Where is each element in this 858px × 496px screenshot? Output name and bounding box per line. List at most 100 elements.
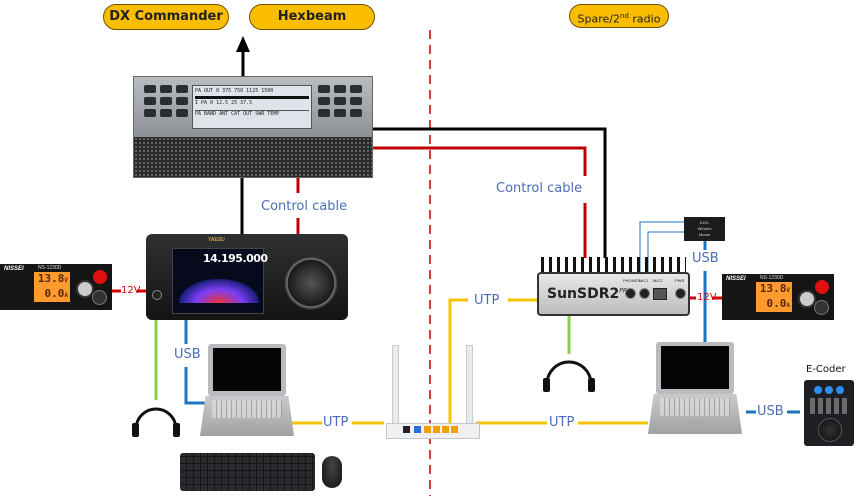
psu-right-model: NS-1230D [760,275,784,281]
laptop-left-touchpad [238,422,256,428]
psu-right-voltage: 13.8 [759,282,787,295]
psu-right-voltage-unit: V [786,287,790,294]
control-cable-amp-to-sdr-a [371,146,587,176]
psu-left-model: NS-1230D [38,265,62,271]
ftdx-display: 14.195.000 [172,248,268,314]
laptop-left-keyboard [212,400,282,418]
sunsdr-port-label-mic1: MIC1 [639,278,649,283]
ecoder-title: E-Coder [806,364,846,375]
usb-label-ecoder: USB [757,404,784,419]
sunsdr-mic2-port [653,288,667,300]
psu-left-current-unit: A [64,292,68,299]
ftdx-vfo-knob [284,256,338,310]
amplifier-expert: PA OUT 0 375 750 1125 1500 I PA 0 12.5 2… [133,76,373,178]
amplifier-lcd: PA OUT 0 375 750 1125 1500 I PA 0 12.5 2… [192,85,312,129]
psu-left: NISSEI NS-1230D 13.8V 0.0A [0,264,112,310]
psu-left-display: 13.8V 0.0A [34,272,70,302]
ftdx-phones-jack [152,290,162,300]
psu-right-current-unit: A [786,302,790,309]
ecoder-buttons [810,398,848,414]
sunsdr-port-label-phones: PHONES [623,278,640,283]
psu-left-voltage: 13.8 [37,272,65,285]
router-antenna-left [392,345,399,427]
laptop-left [200,344,294,436]
usb-cable-ftdx-to-laptop-b [184,367,212,405]
psu-left-terminal-negative [92,290,107,305]
amplifier-lcd-line-2: I PA 0 12.5 25 37.5 [195,100,253,106]
antenna-dx-commander: DX Commander [103,4,229,30]
rf-cable-amp-to-sdr [371,127,607,258]
utp-label-right-laptop: UTP [549,415,575,430]
sunsdr-mic1-jack [639,288,650,299]
psu-left-current: 0.0 [44,287,65,300]
psu-right-dial [798,290,816,308]
laptop-right [648,342,744,436]
sunsdr-name-text: SunSDR2 [547,286,620,302]
keyer-line-1: K1EL [699,220,710,225]
antenna-arrow-icon [236,36,250,52]
keyer-k1el-wkmini: K1EL WKmini Morse [684,217,725,241]
radio-yaesu-ftdx10: 14.195.000 YAESU [146,234,348,320]
sunsdr-heatsink-fins [541,257,686,273]
power-label-right: 12V [697,292,717,303]
ecoder-knob-1 [814,386,822,394]
usb-label-keyer: USB [692,251,719,266]
laptop-right-screen [656,342,734,394]
utp-label-sdr: UTP [474,293,500,308]
spare-radio-label-sup: nd [620,12,629,20]
sunsdr-port-label-pwr: PWR [675,278,685,283]
sunsdr-pwr-jack [675,288,686,299]
psu-right-display: 13.8V 0.0A [756,282,792,312]
psu-right-brand: NISSEI [726,276,746,282]
utp-label-left-laptop: UTP [323,415,349,430]
ecoder-wheel [818,418,842,442]
power-label-left: 12V [121,285,141,296]
psu-right-current: 0.0 [766,297,787,310]
psu-right-terminal-negative [814,300,829,315]
router-port-wan [414,426,421,433]
sunsdr-name: SunSDR2PRO [547,286,632,302]
laptop-right-touchpad [686,420,704,426]
psu-left-dial [76,280,94,298]
ecoder-knob-3 [836,386,844,394]
mouse [322,456,342,488]
router-port-lan1 [424,426,431,433]
amplifier-lcd-line-1: PA OUT 0 375 750 1125 1500 [195,88,274,94]
ftdx-frequency: 14.195.000 [203,252,268,265]
amplifier-lcd-bar [195,96,309,99]
spare-radio-label-text: Spare/2 [577,12,621,26]
usb-label-left: USB [174,347,201,362]
spare-radio-label: Spare/2nd radio [569,4,669,28]
psu-left-terminal-positive [93,270,107,284]
laptop-right-keyboard [660,398,730,416]
keyer-line-2: WKmini [697,226,712,231]
ftdx-brand: YAESU [208,237,225,243]
control-cable-label-left: Control cable [261,199,348,214]
control-cable-label-right: Control cable [496,181,583,196]
sunsdr-phones-jack [625,288,636,299]
amplifier-front-panel: PA OUT 0 375 750 1125 1500 I PA 0 12.5 2… [134,77,372,137]
psu-right: NISSEI NS-1230D 13.8V 0.0A [722,274,834,320]
ecoder-knob-2 [825,386,833,394]
amplifier-lcd-line-3: PA BAND ANT CAT OUT SWR TEMP [195,110,309,118]
amplifier-right-keypad [318,85,362,117]
psu-left-brand: NISSEI [4,266,24,272]
keyer-line-3: Morse [698,232,711,237]
router-port-lan3 [442,426,449,433]
ftdx-spectrum-scope [179,279,259,303]
network-router [386,345,480,439]
keyer-cable-a [639,221,686,272]
amplifier-left-keypad [144,85,188,117]
radio-sunsdr2-pro: SunSDR2PRO PHONES MIC1 MIC2 PWR [537,272,690,316]
psu-left-voltage-unit: V [64,277,68,284]
amplifier-vent-grill [134,137,372,177]
ecoder-controller [804,380,854,446]
router-port-lan4 [451,426,458,433]
laptop-left-screen [208,344,286,396]
sunsdr-port-label-mic2: MIC2 [653,278,663,283]
headphones-icon-left [132,407,180,437]
router-port-lan2 [433,426,440,433]
utp-cable-sdr-a [448,298,468,330]
router-port-power [403,426,410,433]
